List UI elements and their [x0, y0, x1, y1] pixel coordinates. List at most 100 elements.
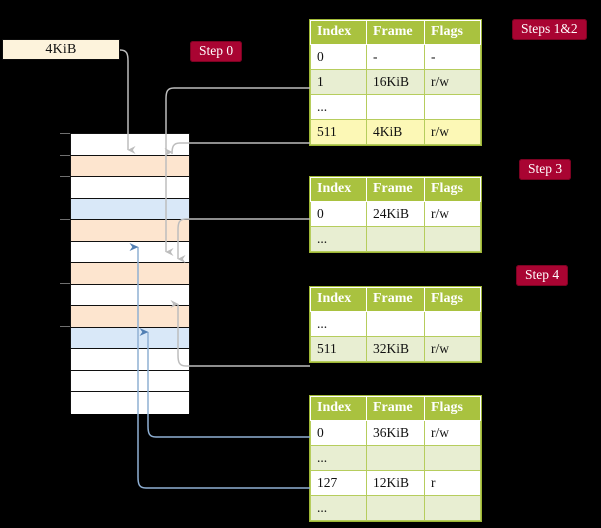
page-box-4kib: 4KiB: [2, 39, 120, 60]
badge-step-4: Step 4: [516, 265, 569, 286]
memory-frame-5: [71, 241, 189, 264]
memory-tick: [60, 219, 70, 220]
table-row: ...: [310, 226, 481, 252]
cell-frame: [366, 226, 425, 252]
cell-flags: [424, 495, 481, 521]
table-row: ...: [310, 495, 481, 521]
cell-flags: r/w: [424, 69, 481, 95]
column-header-frame: Frame: [366, 177, 425, 202]
memory-tick: [60, 133, 70, 134]
cell-frame: [366, 94, 425, 120]
column-header-index: Index: [310, 177, 367, 202]
physical-memory-column: [70, 133, 190, 414]
table-row: ...: [310, 311, 481, 337]
cell-flags: [424, 94, 481, 120]
cell-flags: [424, 311, 481, 337]
cell-frame: 4KiB: [366, 119, 425, 145]
badge-steps-1-2: Steps 1&2: [512, 19, 587, 40]
cell-frame: [366, 311, 425, 337]
cell-flags: r/w: [424, 420, 481, 446]
cell-frame: [366, 445, 425, 471]
cell-frame: 36KiB: [366, 420, 425, 446]
cell-flags: r/w: [424, 201, 481, 227]
memory-tick: [60, 155, 70, 156]
wire-steps12-entry511-to-memory: [164, 142, 310, 156]
cell-flags: -: [424, 44, 481, 70]
column-header-flags: Flags: [424, 20, 481, 45]
column-header-flags: Flags: [424, 396, 481, 421]
memory-frame-0: [71, 134, 189, 156]
cell-frame: [366, 495, 425, 521]
wire-step3-entry0-to-memory: [177, 218, 310, 263]
memory-frame-12: [71, 392, 189, 414]
column-header-frame: Frame: [366, 396, 425, 421]
cell-index: 1: [310, 69, 367, 95]
cell-flags: r/w: [424, 119, 481, 145]
memory-frame-7: [71, 284, 189, 307]
cell-index: 0: [310, 44, 367, 70]
column-header-flags: Flags: [424, 177, 481, 202]
cell-index: ...: [310, 495, 367, 521]
badge-step-0-label: Step 0: [199, 43, 234, 58]
cell-index: 127: [310, 470, 367, 496]
column-header-index: Index: [310, 396, 367, 421]
badge-steps-1-2-label: Steps 1&2: [521, 21, 578, 36]
table-row: 0--: [310, 44, 481, 70]
memory-frame-6: [71, 263, 189, 285]
memory-frame-1: [71, 155, 189, 178]
column-header-index: Index: [310, 20, 367, 45]
badge-step-3: Step 3: [519, 159, 572, 180]
cell-flags: r/w: [424, 336, 481, 362]
cell-flags: r: [424, 470, 481, 496]
memory-frame-10: [71, 349, 189, 371]
memory-frame-2: [71, 177, 189, 199]
wire-step4-entry511-to-memory: [170, 300, 310, 367]
page-box-label: 4KiB: [45, 41, 77, 57]
cell-frame: 12KiB: [366, 470, 425, 496]
cell-flags: [424, 226, 481, 252]
memory-tick: [60, 176, 70, 177]
column-header-frame: Frame: [366, 20, 425, 45]
badge-step-3-label: Step 3: [528, 161, 563, 176]
table-row: ...: [310, 445, 481, 471]
cell-index: ...: [310, 311, 367, 337]
memory-frame-9: [71, 327, 189, 350]
cell-index: ...: [310, 94, 367, 120]
cell-flags: [424, 445, 481, 471]
cell-frame: 24KiB: [366, 201, 425, 227]
column-header-frame: Frame: [366, 287, 425, 312]
cell-index: 0: [310, 201, 367, 227]
badge-step-0: Step 0: [190, 41, 243, 62]
cell-index: ...: [310, 226, 367, 252]
badge-step-4-label: Step 4: [525, 267, 560, 282]
cell-index: 511: [310, 119, 367, 145]
column-header-flags: Flags: [424, 287, 481, 312]
cell-index: 0: [310, 420, 367, 446]
cell-index: ...: [310, 445, 367, 471]
cell-index: 511: [310, 336, 367, 362]
memory-frame-11: [71, 370, 189, 393]
cell-frame: -: [366, 44, 425, 70]
table-row: ...: [310, 94, 481, 120]
memory-tick: [60, 326, 70, 327]
column-header-index: Index: [310, 287, 367, 312]
memory-frame-3: [71, 198, 189, 221]
memory-frame-8: [71, 306, 189, 328]
cell-frame: 16KiB: [366, 69, 425, 95]
memory-tick: [60, 283, 70, 284]
